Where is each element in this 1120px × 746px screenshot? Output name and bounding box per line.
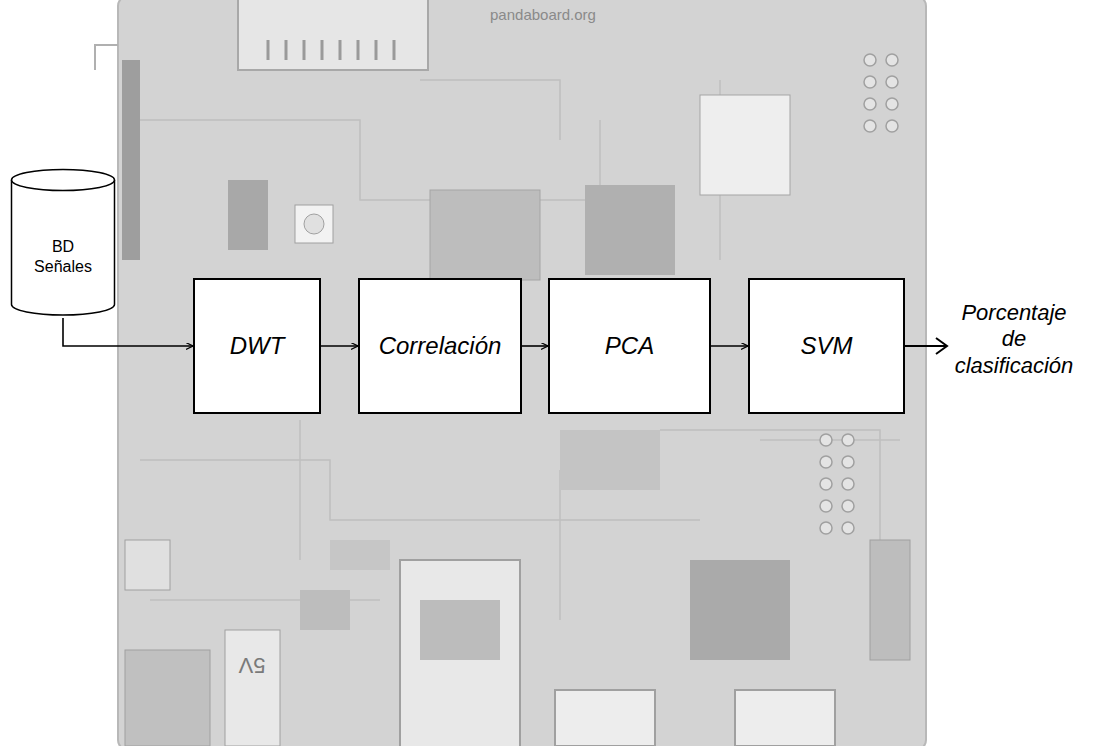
pcb-board bbox=[118, 0, 926, 746]
hdmi-connector bbox=[735, 690, 835, 746]
wifi-module bbox=[700, 95, 790, 195]
ic-chip bbox=[330, 540, 390, 570]
ethernet-port bbox=[420, 600, 500, 660]
node-label: Correlación bbox=[379, 332, 502, 360]
process-box: PCA bbox=[548, 278, 711, 414]
sd-card-slot bbox=[238, 0, 428, 70]
hdmi-connector bbox=[555, 690, 655, 746]
cylinder-body bbox=[12, 180, 115, 315]
flow-arrow bbox=[522, 345, 548, 347]
database-cylinder: BD Señales bbox=[10, 168, 116, 318]
cylinder-top bbox=[12, 170, 115, 191]
flow-arrow bbox=[711, 345, 748, 347]
audio-jack bbox=[125, 650, 210, 746]
push-button bbox=[295, 205, 333, 243]
flow-arrow bbox=[321, 345, 358, 347]
power-jack bbox=[225, 630, 280, 746]
node-label: DWT bbox=[230, 332, 285, 360]
board-silkscreen: pandaboard.org bbox=[478, 6, 608, 24]
node-label: SVM bbox=[800, 332, 852, 360]
board-silkscreen: 5V bbox=[232, 652, 272, 678]
output-label: Porcentaje de clasificación bbox=[950, 300, 1078, 379]
usb-connector bbox=[125, 540, 170, 590]
output-arrow-line bbox=[905, 345, 946, 347]
side-bracket bbox=[95, 45, 118, 70]
ic-chip bbox=[300, 590, 350, 630]
sd-pins bbox=[268, 40, 394, 60]
process-box: DWT bbox=[193, 278, 321, 414]
node-label: BD Señales bbox=[31, 237, 95, 277]
ethernet-jack bbox=[400, 560, 520, 746]
ic-chip bbox=[690, 560, 790, 660]
pin-header bbox=[870, 540, 910, 660]
ic-chip bbox=[430, 190, 540, 280]
process-box: Correlación bbox=[358, 278, 522, 414]
ic-chip bbox=[560, 430, 660, 490]
button-cap bbox=[304, 214, 324, 234]
process-box: SVM bbox=[748, 278, 905, 414]
node-label: PCA bbox=[605, 332, 654, 360]
ic-chip bbox=[585, 185, 675, 275]
flow-arrow bbox=[63, 318, 193, 346]
output-arrow-head bbox=[936, 338, 947, 354]
side-connector bbox=[122, 60, 140, 260]
ic-chip bbox=[228, 180, 268, 250]
